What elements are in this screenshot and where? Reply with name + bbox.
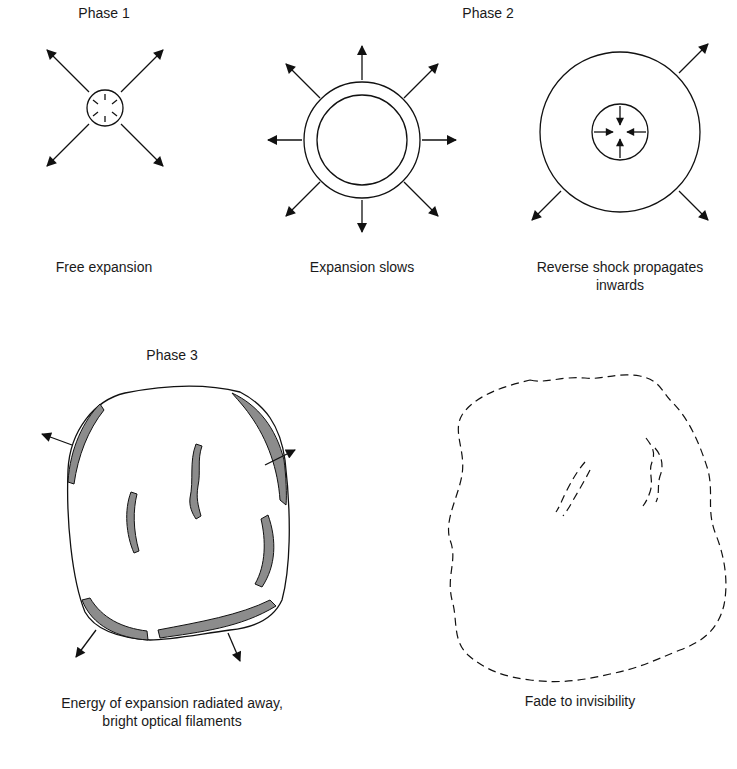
phase-heading: Phase 3 [112,346,232,364]
ejecta-circle [87,90,123,126]
expansion-arrow [47,124,89,166]
phase-heading: Phase 2 [428,4,548,22]
expansion-arrow [361,46,362,80]
optical-filament [232,393,286,505]
expansion-arrow [422,139,456,140]
ejecta-dash [104,94,105,100]
expansion-arrow [361,200,362,232]
faded-filament [563,470,590,516]
optical-filament [82,598,148,640]
expansion-arrow [679,44,708,73]
ejecta-dash [112,112,117,116]
optical-filament [190,444,202,519]
expansion-arrow [228,633,240,661]
expansion-arrow [76,630,96,657]
expansion-arrow [286,182,320,216]
reverse-shock-circle [592,104,648,160]
reverse-shock-arrow [594,131,613,132]
stage-caption: Energy of expansion radiated away, brigh… [46,694,298,730]
optical-filament [68,404,104,484]
stage-caption: Reverse shock propagates inwards [524,258,716,294]
faded-filament [643,438,654,506]
expansion-arrow [532,191,561,220]
faded-filament [655,448,662,502]
reverse-shock-arrow [627,131,646,132]
ejecta-dash [112,100,117,104]
ejecta-dash [93,100,98,104]
expansion-arrow [121,50,163,92]
optical-filament [158,600,276,638]
stage-caption: Expansion slows [272,258,452,276]
expansion-arrow [404,182,438,216]
expansion-arrow [47,50,89,92]
optical-filament [255,515,274,587]
optical-filament [127,492,139,553]
faded-remnant-outline [449,375,726,682]
expansion-arrow [42,434,72,445]
expansion-arrow [286,64,320,98]
remnant-outline [68,386,290,640]
expansion-arrow [265,450,295,465]
shell-outer-circle [304,82,420,198]
shell-inner-circle [317,95,407,185]
remnant-circle [540,52,700,212]
phase-heading: Phase 1 [44,4,164,22]
expansion-arrow [679,191,708,220]
stage-caption: Free expansion [14,258,194,276]
reverse-shock-arrow [619,106,620,125]
stage-caption: Fade to invisibility [480,692,680,710]
expansion-arrow [121,124,163,166]
reverse-shock-arrow [619,139,620,158]
ejecta-dash [104,116,105,122]
expansion-arrow [268,139,302,140]
expansion-arrow [404,64,438,98]
ejecta-dash [93,112,98,116]
